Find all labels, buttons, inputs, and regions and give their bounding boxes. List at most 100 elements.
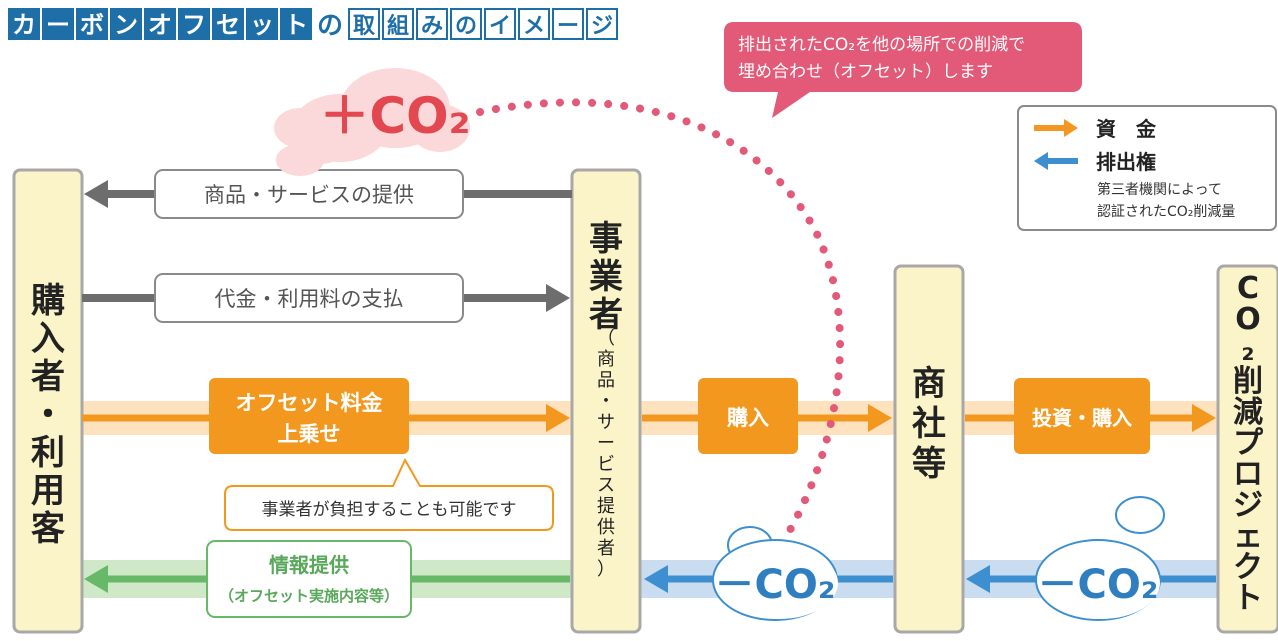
pillar-char: 者: [597, 538, 615, 559]
trading-company-pillar: [893, 264, 965, 634]
pillar-char: 者: [31, 357, 65, 397]
pillar-char: 事: [589, 219, 623, 259]
title-char: の: [455, 14, 477, 39]
invest-arrowhead: [1192, 404, 1216, 432]
title-char-box: [110, 8, 142, 40]
pillar-char: ー: [597, 433, 615, 454]
pillar-char: ジ: [1233, 488, 1263, 523]
pillar-char: ）: [597, 559, 615, 580]
title-char-box: [246, 8, 278, 40]
title-char-box: [178, 8, 210, 40]
pillar-char: ₂: [1241, 333, 1254, 368]
title-char: ボ: [80, 11, 104, 39]
pillar-char: 社: [912, 404, 946, 444]
pillar-char: プ: [1233, 426, 1264, 461]
pillar-char: 客: [31, 509, 65, 549]
payment-box: [154, 273, 464, 323]
pillar-char: 提: [597, 496, 615, 517]
title-char-box: [518, 8, 550, 40]
title-char-box: [450, 8, 482, 40]
pillar-char: 品: [597, 370, 615, 391]
burden-note-text: 事業者が負担することも可能です: [262, 500, 517, 520]
title-char-box: [586, 8, 618, 40]
purchase-box: [698, 378, 798, 454]
title-char: フ: [182, 11, 206, 39]
title-char: ッ: [250, 11, 274, 39]
title-char: 取: [353, 14, 375, 39]
offset-fee-box: [209, 378, 409, 454]
pillar-char: ・: [597, 391, 615, 412]
title-char-box: [416, 8, 448, 40]
pillar-char: ビ: [597, 454, 615, 475]
purchase-label: 購入: [726, 406, 769, 430]
plus-co2-label: ＋CO₂: [319, 87, 470, 145]
diagram-title: カーボンオフセットの取組みのイメージ: [8, 8, 618, 41]
title-char: イ: [489, 14, 511, 39]
pillar-char: 業: [589, 257, 623, 297]
title-char: オ: [148, 11, 172, 39]
pillar-char: 供: [597, 517, 615, 538]
info-label-line2: （オフセット実施内容等）: [219, 587, 399, 605]
pillar-char: 入: [31, 319, 65, 359]
pillar-char: 商: [597, 349, 615, 370]
pillar-char: 用: [31, 471, 65, 511]
title-char: み: [421, 14, 443, 39]
pillar-char: 者: [589, 295, 623, 335]
info-label-line1: 情報提供: [269, 553, 349, 577]
provide-goods-arrowhead: [84, 180, 108, 208]
orange-arrow-icon: [1034, 119, 1078, 137]
title-char: カ: [12, 11, 36, 39]
burden-note-callout: [224, 457, 554, 531]
title-char: 組: [387, 13, 409, 39]
purchase-arrowhead: [868, 404, 892, 432]
title-char-box: [144, 8, 176, 40]
pillar-char: O: [1235, 302, 1261, 337]
legend-credit-note-line2: 認証されたCO₂削減量: [1097, 203, 1235, 220]
offset-dotted-curve: [476, 98, 845, 534]
offset-fee-arrowhead: [546, 404, 570, 432]
offset-callout: [724, 22, 1082, 118]
invest-purchase-label: 投資・購入: [1032, 406, 1132, 430]
credit-arrowhead-right: [966, 565, 990, 593]
trading-pillar-label: 商社等: [912, 364, 946, 484]
invest-purchase-box: [1014, 378, 1150, 454]
pillar-char: ス: [597, 475, 615, 496]
offset-callout-line2: 埋め合わせ（オフセット）します: [738, 62, 993, 82]
customer-pillar-label: 購入者・利用客: [31, 281, 65, 549]
title-char-box: [8, 8, 40, 40]
info-arrowhead: [84, 565, 108, 593]
provide-goods-label: 商品・サービスの提供: [204, 183, 414, 207]
plus-co2-cloud: ＋CO₂: [274, 68, 471, 176]
title-char-box: [552, 8, 584, 40]
co2-project-pillar: [1216, 264, 1278, 634]
title-char: メ: [523, 14, 545, 39]
minus-co2-cloud-left: －CO₂: [712, 526, 838, 621]
legend-credit-note-line1: 第三者機関によって: [1097, 181, 1222, 198]
title-char: の: [317, 11, 343, 41]
pillar-char: サ: [597, 412, 615, 433]
pillar-char: ・: [31, 395, 65, 435]
title-char: セ: [216, 11, 240, 39]
payment-arrowhead: [546, 284, 570, 312]
customer-pillar: [12, 168, 84, 634]
pillar-char: ェ: [1233, 519, 1263, 554]
credit-arrowhead-left: [644, 565, 668, 593]
title-char-box: [382, 8, 414, 40]
legend: 資 金 排出権 第三者機関によって 認証されたCO₂削減量: [1017, 105, 1277, 231]
legend-money-label: 資 金: [1096, 117, 1157, 141]
title-char-box: [76, 8, 108, 40]
pillar-char: ロ: [1233, 457, 1263, 492]
title-char-box: [484, 8, 516, 40]
pillar-char: 削: [1233, 364, 1263, 399]
pillar-char: 等: [912, 444, 946, 484]
title-char-box: [348, 8, 380, 40]
offset-fee-label-line1: オフセット料金: [236, 391, 384, 415]
minus-co2-right-label: －CO₂: [1038, 562, 1159, 608]
pillar-char: 利: [31, 433, 65, 473]
pillar-char: （: [597, 328, 615, 349]
offset-fee-label-line2: 上乗せ: [278, 422, 341, 446]
